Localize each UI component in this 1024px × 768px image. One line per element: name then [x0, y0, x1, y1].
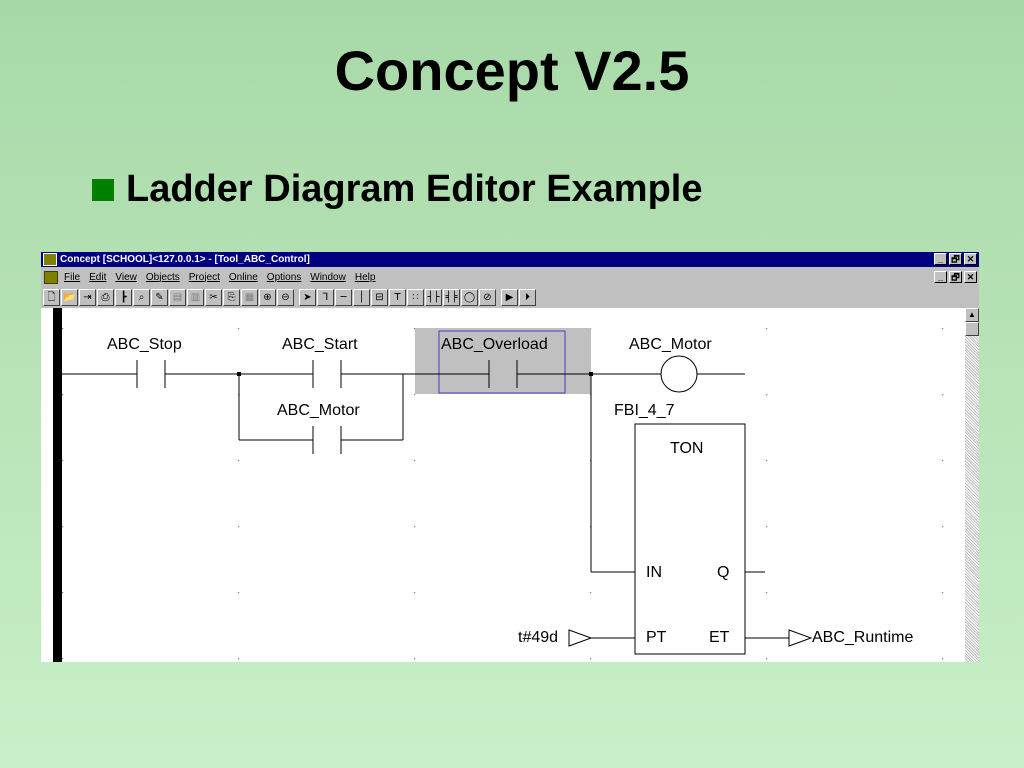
coil-motor[interactable] — [660, 355, 698, 393]
menu-bar: File Edit View Objects Project Online Op… — [41, 268, 979, 286]
zoom-out-icon[interactable]: ⊖ — [277, 288, 294, 306]
pin-in-label: IN — [646, 564, 662, 581]
vertical-scrollbar[interactable]: ▲ — [965, 308, 979, 662]
left-power-rail — [53, 308, 62, 662]
ladder-diagram — [41, 308, 965, 662]
restore-button[interactable]: 🗗 — [949, 253, 962, 265]
selection-highlight — [415, 328, 591, 394]
block-type-label: TON — [670, 440, 704, 457]
coil-motor-label: ABC_Motor — [629, 336, 712, 353]
open-icon[interactable]: 📂 — [61, 288, 78, 306]
window-titlebar[interactable]: Concept [SCHOOL]<127.0.0.1> - [Tool_ABC_… — [41, 252, 979, 267]
pin-q-label: Q — [717, 564, 730, 581]
bullet-item: Ladder Diagram Editor Example — [92, 168, 703, 211]
print-icon[interactable]: ⎙ — [97, 288, 114, 306]
doc-disabled-icon[interactable]: ▤ — [169, 288, 186, 306]
menu-objects[interactable]: Objects — [145, 271, 180, 283]
menu-window[interactable]: Window — [310, 271, 346, 283]
menu-options[interactable]: Options — [266, 271, 302, 283]
cut-icon[interactable]: ✂ — [205, 288, 222, 306]
menu-file[interactable]: File — [64, 271, 81, 283]
selected-contact-frame[interactable] — [438, 330, 566, 394]
menu-online[interactable]: Online — [228, 271, 258, 283]
window-title: Concept [SCHOOL]<127.0.0.1> - [Tool_ABC_… — [60, 254, 310, 265]
ffb-icon[interactable]: ⊟ — [371, 288, 388, 306]
scroll-thumb[interactable] — [965, 322, 979, 336]
new-icon[interactable]: 🗋 — [43, 288, 60, 306]
doc2-disabled-icon[interactable]: ▥ — [187, 288, 204, 306]
save-icon[interactable]: ⇥ — [79, 288, 96, 306]
concept-app-window: Concept [SCHOOL]<127.0.0.1> - [Tool_ABC_… — [41, 252, 979, 662]
concept-app-icon[interactable] — [43, 253, 57, 266]
pt-value-label: t#49d — [518, 629, 559, 646]
pin-pt-label: PT — [646, 629, 667, 646]
doc-close-button[interactable]: ✕ — [964, 271, 977, 283]
copy-icon[interactable]: ⎘ — [223, 288, 240, 306]
contact-stop-label: ABC_Stop — [107, 336, 182, 353]
zoom-in-icon[interactable]: ⊕ — [259, 288, 276, 306]
contact-overload-label: ABC_Overload — [441, 336, 548, 353]
paste-icon[interactable]: ▦ — [241, 288, 258, 306]
tree-icon[interactable]: ┣ — [115, 288, 132, 306]
ladder-canvas[interactable]: ABC_Stop ABC_Start ABC_Overload ABC_Moto… — [41, 308, 965, 662]
doc-restore-button[interactable]: 🗗 — [949, 271, 962, 283]
document-icon[interactable] — [44, 270, 58, 284]
block-instance-label: FBI_4_7 — [614, 402, 675, 419]
edit-icon[interactable]: ✎ — [151, 288, 168, 306]
contact-motor-seal-label: ABC_Motor — [277, 402, 360, 419]
bullet-text: Ladder Diagram Editor Example — [126, 168, 703, 210]
menu-edit[interactable]: Edit — [89, 271, 107, 283]
close-button[interactable]: ✕ — [964, 253, 977, 265]
slide-title: Concept V2.5 — [334, 39, 690, 102]
link-icon[interactable]: ⅂ — [317, 288, 334, 306]
neg-coil-icon[interactable]: ⊘ — [479, 288, 496, 306]
menu-view[interactable]: View — [115, 271, 137, 283]
nc-contact-icon[interactable]: ╡╞ — [443, 288, 460, 306]
vertical-link-icon[interactable]: │ — [353, 288, 370, 306]
select-icon[interactable]: ➤ — [299, 288, 316, 306]
ton-block[interactable] — [634, 423, 746, 655]
run-icon[interactable]: ▶ — [501, 288, 518, 306]
doc-minimize-button[interactable]: _ — [934, 271, 947, 283]
horizontal-link-icon[interactable]: ─ — [335, 288, 352, 306]
text-icon[interactable]: T — [389, 288, 406, 306]
contact-start-label: ABC_Start — [282, 336, 358, 353]
step-icon[interactable]: ⏵ — [519, 288, 536, 306]
scroll-up-icon[interactable]: ▲ — [965, 308, 979, 322]
minimize-button[interactable]: _ — [934, 253, 947, 265]
no-contact-icon[interactable]: ┤├ — [425, 288, 442, 306]
find-icon[interactable]: ⌕ — [133, 288, 150, 306]
toolbar: 🗋 📂 ⇥ ⎙ ┣ ⌕ ✎ ▤ ▥ ✂ ⎘ ▦ ⊕ ⊖ ➤ ⅂ ─ │ ⊟ T … — [41, 287, 979, 307]
coil-icon[interactable]: ◯ — [461, 288, 478, 306]
menu-help[interactable]: Help — [354, 271, 376, 283]
variables-icon[interactable]: ∷ — [407, 288, 424, 306]
et-output-label: ABC_Runtime — [812, 629, 914, 646]
menu-project[interactable]: Project — [188, 271, 220, 283]
bullet-square-icon — [92, 178, 114, 201]
pin-et-label: ET — [709, 629, 730, 646]
